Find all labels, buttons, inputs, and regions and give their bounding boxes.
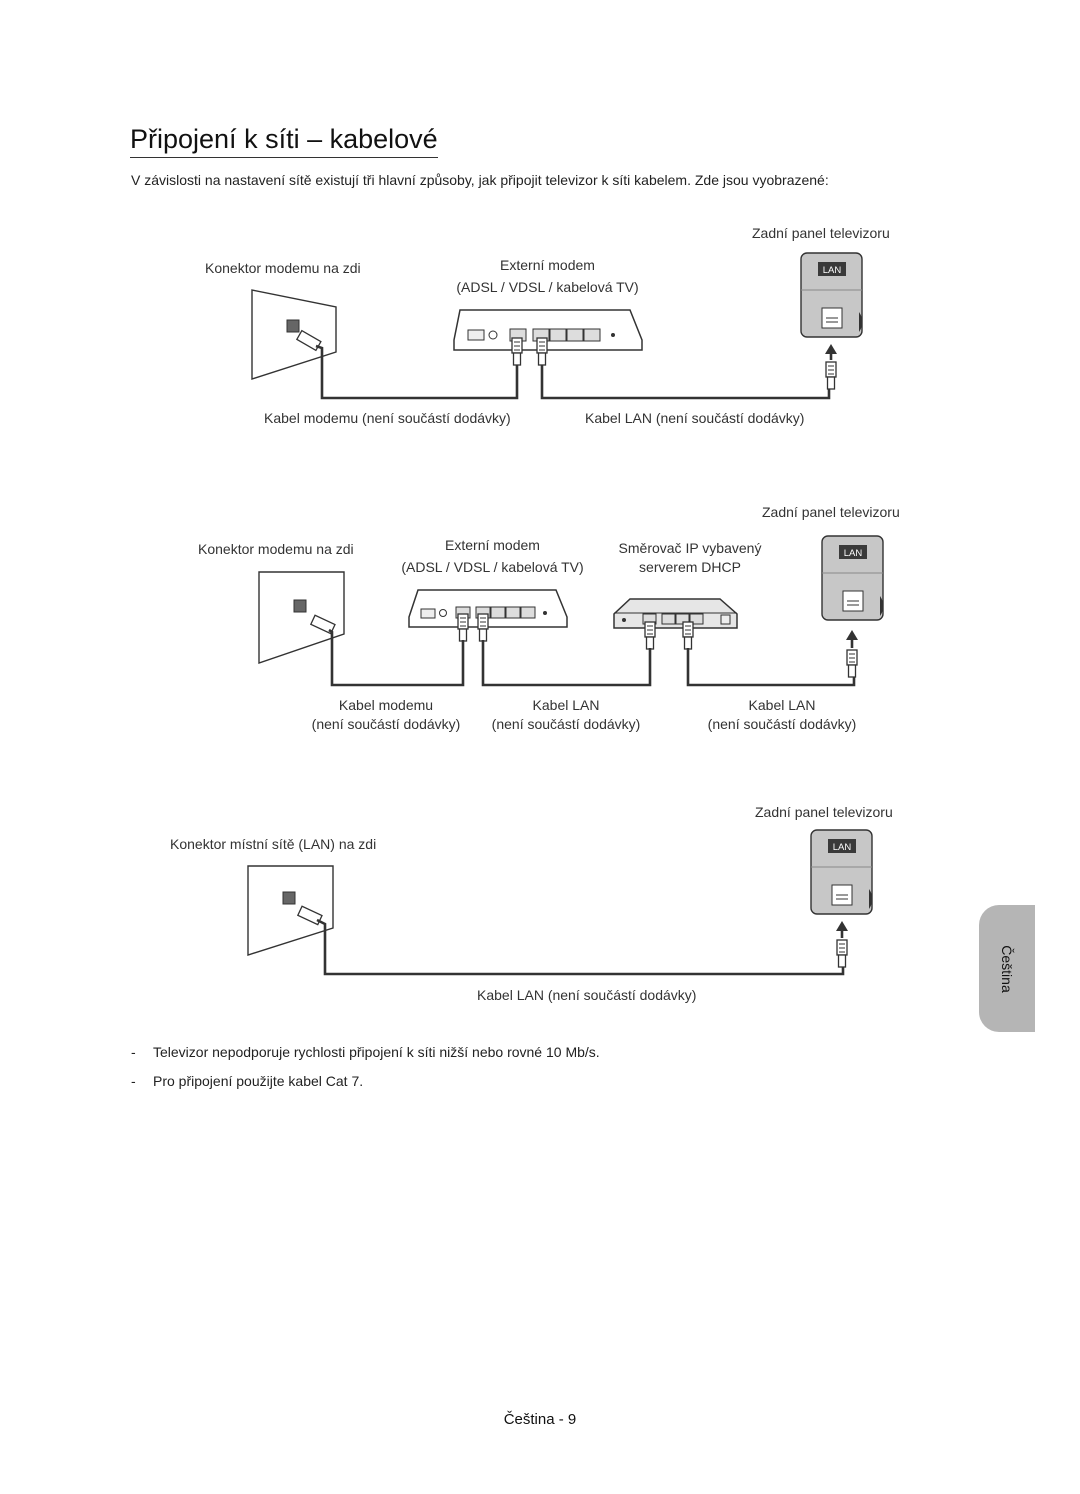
- lan-port-label: LAN: [823, 265, 842, 276]
- tv-back-panel: [810, 829, 873, 915]
- tv-panel-label: Zadní panel televizoru: [762, 504, 900, 520]
- ip-router: [613, 598, 738, 650]
- wall-lan-connector-label: Konektor místní sítě (LAN) na zdi: [170, 836, 377, 852]
- note-item: - Televizor nepodporuje rychlosti připoj…: [131, 1044, 600, 1060]
- modem-label: Externí modem: [500, 257, 595, 273]
- lan-cable-label: Kabel LAN: [748, 697, 816, 713]
- modem-label: Externí modem: [445, 537, 540, 553]
- modem-type-label: (ADSL / VDSL / kabelová TV): [456, 279, 639, 295]
- wall-socket: [251, 289, 337, 380]
- lan-cable-note: (není součástí dodávky): [491, 716, 641, 732]
- diagram-1: [251, 252, 863, 400]
- tv-back-panel: [800, 252, 863, 338]
- external-modem: [408, 589, 568, 642]
- language-side-tab[interactable]: Čeština: [979, 905, 1035, 1032]
- modem-cable-note: (není součástí dodávky): [311, 716, 461, 732]
- notes-list: - Televizor nepodporuje rychlosti připoj…: [131, 1044, 600, 1102]
- bullet-dash: -: [131, 1044, 136, 1060]
- wall-lan-socket: [247, 865, 334, 956]
- tv-back-panel: [821, 535, 884, 621]
- tv-panel-label: Zadní panel televizoru: [752, 225, 890, 241]
- note-text: Pro připojení použijte kabel Cat 7.: [153, 1073, 364, 1089]
- lan-cable-label: Kabel LAN: [532, 697, 600, 713]
- lan-cable-label: Kabel LAN (není součástí dodávky): [585, 410, 805, 426]
- modem-cable-label: Kabel modemu (není součástí dodávky): [264, 410, 511, 426]
- wall-connector-label: Konektor modemu na zdi: [205, 260, 361, 276]
- note-text: Televizor nepodporuje rychlosti připojen…: [153, 1044, 600, 1060]
- wall-connector-label: Konektor modemu na zdi: [198, 541, 354, 557]
- page-title: Připojení k síti – kabelové: [130, 124, 438, 158]
- page-footer: Čeština - 9: [503, 1411, 577, 1428]
- router-label: Směrovač IP vybavený: [618, 540, 762, 556]
- intro-text: V závislosti na nastavení sítě existují …: [131, 172, 829, 188]
- diagram-3: [247, 829, 873, 976]
- lan-cable-note: (není součástí dodávky): [707, 716, 857, 732]
- tv-panel-label: Zadní panel televizoru: [755, 804, 893, 820]
- note-item: - Pro připojení použijte kabel Cat 7.: [131, 1073, 600, 1089]
- bullet-dash: -: [131, 1073, 136, 1089]
- modem-cable-label: Kabel modemu: [338, 697, 434, 713]
- language-tab-label: Čeština: [999, 944, 1015, 993]
- lan-port-label: LAN: [833, 842, 852, 853]
- diagram-2: [258, 535, 884, 687]
- lan-cable-label: Kabel LAN (není součástí dodávky): [477, 987, 697, 1003]
- external-modem: [453, 309, 643, 366]
- modem-type-label: (ADSL / VDSL / kabelová TV): [401, 559, 584, 575]
- router-dhcp-label: serverem DHCP: [639, 559, 741, 575]
- wall-socket: [258, 571, 345, 664]
- lan-port-label: LAN: [844, 548, 863, 559]
